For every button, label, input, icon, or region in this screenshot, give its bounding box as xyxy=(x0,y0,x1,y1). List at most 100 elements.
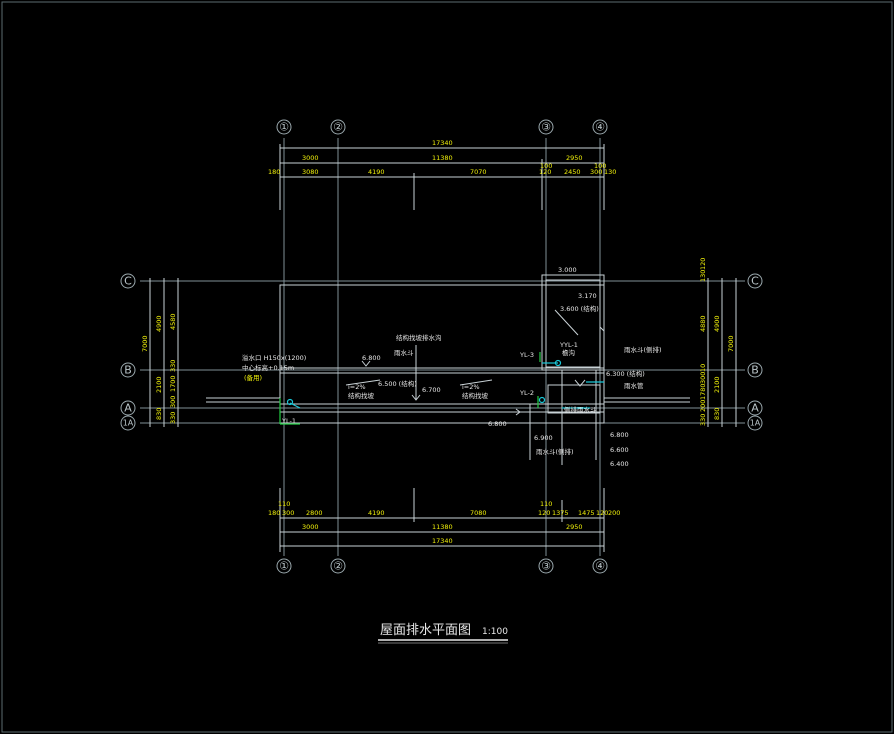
axis-label-2-top: ② xyxy=(333,121,343,134)
elev-6300: 6.300 (结构) xyxy=(606,369,645,378)
dim-top-130: 130 xyxy=(604,168,616,176)
dim-left-4900: 4900 xyxy=(155,315,163,332)
right-dimension-lines xyxy=(707,278,737,427)
drawing-scale: 1:100 xyxy=(482,627,508,637)
vertical-grid-lines xyxy=(283,138,601,556)
note-overflow: 溢水口 H150x(1200) xyxy=(242,353,306,362)
dim-right-300: 300 xyxy=(699,372,707,384)
dim-bottom-11380: 11380 xyxy=(432,523,453,531)
dim-right-200: 200 xyxy=(699,400,707,412)
axis-label-1-top: ① xyxy=(279,121,289,134)
left-dimension-text: 7000 4900 2100 830 4580 330 1700 300 330 xyxy=(141,313,177,424)
dim-right-10: 10 xyxy=(699,364,707,372)
dim-top-7070: 7070 xyxy=(470,168,487,176)
axis-label-1-bottom: ① xyxy=(279,560,289,573)
dim-top-2950: 2950 xyxy=(566,154,583,162)
drawing-title: 屋面排水平面图 xyxy=(380,623,471,638)
note-bottom: 雨水斗(侧排) xyxy=(536,447,574,456)
elev-3170: 3.170 xyxy=(578,292,597,300)
top-dimension-text: 17340 3000 11380 2950 100 100 180 3080 4… xyxy=(268,139,616,176)
axis-label-3-top: ③ xyxy=(541,121,551,134)
note-mid: 结构找坡 xyxy=(348,391,375,400)
note-right-2: 雨水管 xyxy=(624,381,644,390)
elev-6800c: 6.800 xyxy=(610,431,629,439)
axis-label-4-bottom: ④ xyxy=(595,560,605,573)
note-overflow-spare: (备用) xyxy=(244,373,262,382)
axis-label-1a-left: 1A xyxy=(123,419,134,428)
dim-left-330b: 330 xyxy=(169,412,177,424)
axis-label-c-right: C xyxy=(751,275,759,288)
elev-6900: 6.900 xyxy=(534,434,553,442)
dim-bottom-200: 200 xyxy=(608,509,620,517)
building-outline xyxy=(206,274,690,465)
elev-6400: 6.400 xyxy=(610,460,629,468)
note-gutter: 檐沟 xyxy=(562,348,575,357)
note-r3: 侧排雨水斗 xyxy=(564,405,597,414)
dim-bottom-120a: 120 xyxy=(538,509,550,517)
axis-bubbles-bottom: ① ② ③ ④ xyxy=(276,558,608,574)
pipe-tag-yl2: YL-2 xyxy=(519,389,534,397)
dim-left-1700: 1700 xyxy=(169,375,177,392)
slope-arrows xyxy=(345,309,605,416)
note-overflow-elev: 中心标高+0.15m xyxy=(242,363,294,372)
dim-bottom-110b: 110 xyxy=(540,500,552,508)
dim-right-1780: 1780 xyxy=(699,383,707,400)
dim-right-4900: 4900 xyxy=(713,315,721,332)
drain-outlet-yl2 xyxy=(538,396,546,404)
dim-top-300: 300 xyxy=(590,168,602,176)
note-mid-2: 结构找坡 xyxy=(462,391,489,400)
note-drain: 雨水斗 xyxy=(394,348,414,357)
dim-bottom-120b: 120 xyxy=(596,509,608,517)
note-slope-2: i=2% xyxy=(462,383,480,391)
axis-bubbles-left: C B A 1A xyxy=(120,273,136,431)
left-dimension-lines xyxy=(149,278,179,427)
dim-top-overall: 17340 xyxy=(432,139,453,147)
drainage-pipes xyxy=(279,352,604,425)
note-slope-1: i=2% xyxy=(348,383,366,391)
drain-outlet-yl1 xyxy=(286,398,294,406)
axis-label-a-right: A xyxy=(751,402,759,415)
dim-top-3000: 3000 xyxy=(302,154,319,162)
dim-left-7000: 7000 xyxy=(141,335,149,352)
pipe-tag-yl3: YL-3 xyxy=(519,351,534,359)
dim-bottom-2800: 2800 xyxy=(306,509,323,517)
dim-left-2100: 2100 xyxy=(155,376,163,393)
dim-right-4880: 4880 xyxy=(699,315,707,332)
dim-bottom-2950: 2950 xyxy=(566,523,583,531)
elev-6800a: 6.800 xyxy=(362,354,381,362)
pipe-tag-yyl1: YYL-1 xyxy=(559,341,578,349)
dim-top-2450: 2450 xyxy=(564,168,581,176)
dim-top-100a: 100 xyxy=(540,162,552,170)
dim-left-830: 830 xyxy=(155,408,163,420)
bottom-dimension-lines xyxy=(279,488,605,552)
dim-right-120: 120 xyxy=(699,258,707,270)
drawing-title-block: 屋面排水平面图 1:100 xyxy=(378,623,508,644)
pipe-tag-yl1: YL-1 xyxy=(281,417,296,425)
dim-top-4190: 4190 xyxy=(368,168,385,176)
dim-top-11380: 11380 xyxy=(432,154,453,162)
elev-6800b: 6.800 xyxy=(488,420,507,428)
dim-right-7000: 7000 xyxy=(727,335,735,352)
dim-top-180: 180 xyxy=(268,168,280,176)
axis-bubbles-right: C B A 1A xyxy=(747,273,763,431)
axis-label-b-left: B xyxy=(124,364,132,377)
dim-right-330: 330 xyxy=(699,414,707,426)
dim-top-3080: 3080 xyxy=(302,168,319,176)
bottom-dimension-text: 110 110 180 300 2800 4190 7080 120 1375 … xyxy=(268,500,620,545)
dim-bottom-1375: 1375 xyxy=(552,509,569,517)
dim-right-830: 830 xyxy=(713,408,721,420)
dim-bottom-300: 300 xyxy=(282,509,294,517)
pipe-tags: YL-1 YL-2 YL-3 YYL-1 xyxy=(281,341,578,425)
dim-bottom-1475: 1475 xyxy=(578,509,595,517)
dim-right-2100: 2100 xyxy=(713,376,721,393)
dim-bottom-110a: 110 xyxy=(278,500,290,508)
dim-top-100b: 100 xyxy=(594,162,606,170)
axis-label-2-bottom: ② xyxy=(333,560,343,573)
note-right: 雨水斗(侧排) xyxy=(624,345,662,354)
axis-label-a-left: A xyxy=(124,402,132,415)
drawing-notes: 溢水口 H150x(1200) 中心标高+0.15m (备用) i=2% i=2… xyxy=(242,333,662,456)
dim-bottom-4190: 4190 xyxy=(368,509,385,517)
dim-bottom-overall: 17340 xyxy=(432,537,453,545)
elev-6600: 6.600 xyxy=(610,446,629,454)
